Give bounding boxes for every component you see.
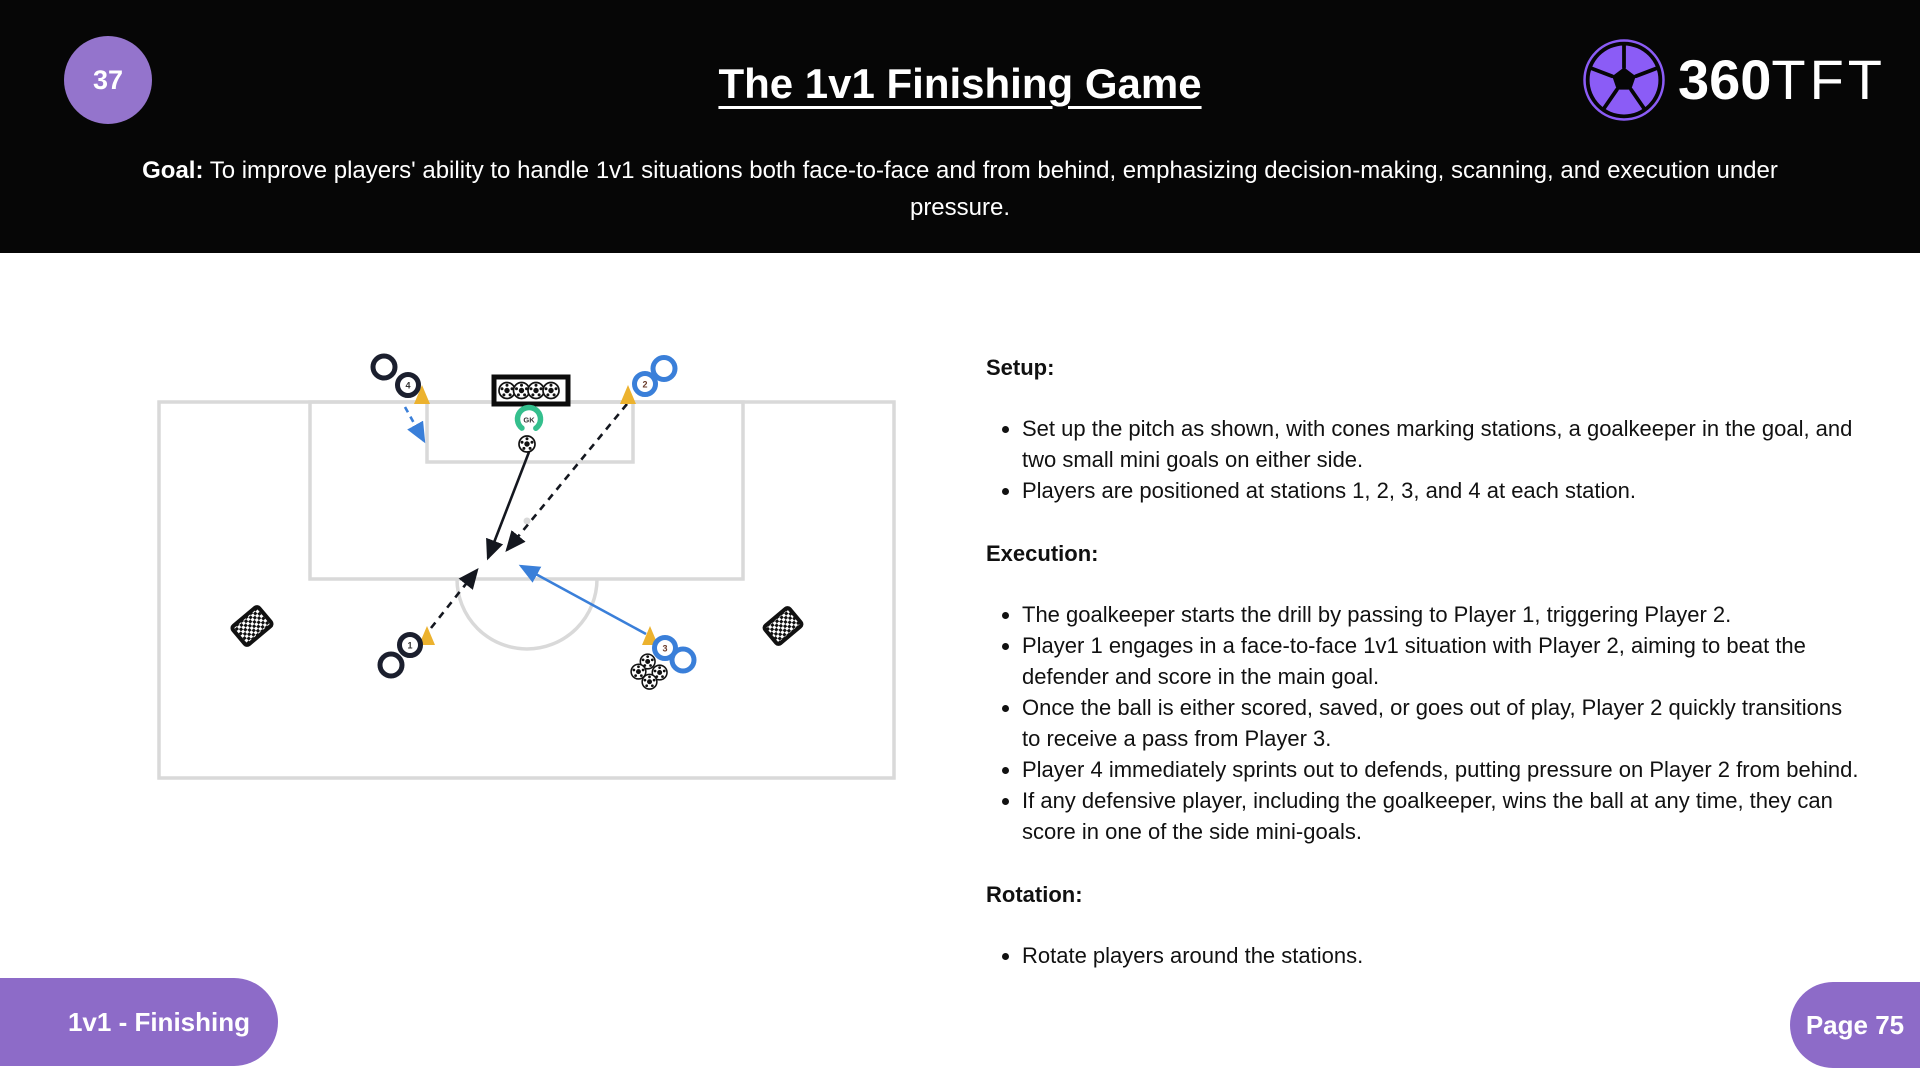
- soccer-ball-logo-icon: [1583, 39, 1665, 121]
- goal-statement: Goal: To improve players' ability to han…: [130, 152, 1790, 226]
- station-3-label: 3: [662, 644, 667, 654]
- section-heading-rotation: Rotation:: [986, 882, 1083, 907]
- penalty-spot: [523, 517, 531, 525]
- station-4-players: 4: [370, 353, 421, 398]
- station-3-players: 3: [652, 635, 697, 674]
- station-2-players: 2: [632, 355, 678, 397]
- category-pill: 1v1 - Finishing: [0, 978, 278, 1066]
- station-4-label: 4: [405, 381, 410, 391]
- penalty-box: [308, 400, 745, 581]
- station-1-players: 1: [377, 632, 423, 679]
- penalty-arc: [455, 578, 599, 651]
- cone-station1: [419, 626, 435, 645]
- goalkeeper-icon: GK: [514, 404, 544, 434]
- pitch-diagram: GK 4 2 1 3: [157, 353, 896, 780]
- rotation-list: Rotate players around the stations.: [986, 940, 1882, 971]
- rotation-bullet: Rotate players around the stations.: [1022, 940, 1864, 971]
- setup-list: Set up the pitch as shown, with cones ma…: [986, 413, 1882, 506]
- execution-bullet: The goalkeeper starts the drill by passi…: [1022, 599, 1864, 630]
- goal-text: To improve players' ability to handle 1v…: [209, 157, 1778, 221]
- goal-label: Goal:: [142, 157, 204, 184]
- execution-bullet: Player 4 immediately sprints out to defe…: [1022, 754, 1864, 785]
- logo: 360TFT: [1582, 38, 1886, 122]
- execution-bullet: If any defensive player, including the g…: [1022, 785, 1864, 847]
- mini-goal-left: [230, 605, 274, 647]
- mini-goal-right: [762, 606, 804, 646]
- ball-goalkeeper: [518, 435, 536, 453]
- goalkeeper-label: GK: [523, 416, 535, 425]
- section-heading-setup: Setup:: [986, 355, 1055, 380]
- logo-wordmark: 360TFT: [1678, 38, 1886, 122]
- page-title: The 1v1 Finishing Game: [718, 60, 1202, 107]
- setup-bullet: Players are positioned at stations 1, 2,…: [1022, 475, 1864, 506]
- cone-station4: [414, 385, 430, 404]
- header: 37 The 1v1 Finishing Game Goal: To impro…: [0, 0, 1920, 253]
- main-goal: [491, 374, 571, 407]
- execution-bullet: Player 1 engages in a face-to-face 1v1 s…: [1022, 630, 1864, 692]
- logo-text-tft: TFT: [1771, 48, 1886, 111]
- arrow-run-player4: [403, 406, 426, 444]
- cones: [414, 385, 658, 645]
- station-1-label: 1: [407, 641, 412, 651]
- arrow-pass-goalkeeper: [486, 451, 531, 561]
- setup-bullet: Set up the pitch as shown, with cones ma…: [1022, 413, 1864, 475]
- arrow-pass-player3: [518, 564, 647, 636]
- cone-station2: [620, 385, 636, 404]
- execution-list: The goalkeeper starts the drill by passi…: [986, 599, 1882, 847]
- page-number-pill: Page 75: [1790, 982, 1920, 1068]
- instructions-column: Setup: Set up the pitch as shown, with c…: [986, 352, 1882, 971]
- station-2-label: 2: [642, 380, 647, 390]
- cone-station3: [642, 626, 658, 645]
- arrow-run-player2: [505, 403, 629, 553]
- section-heading-execution: Execution:: [986, 541, 1099, 566]
- drill-number-badge: 37: [64, 36, 152, 124]
- execution-bullet: Once the ball is either scored, saved, o…: [1022, 692, 1864, 754]
- logo-text-360: 360: [1677, 48, 1772, 111]
